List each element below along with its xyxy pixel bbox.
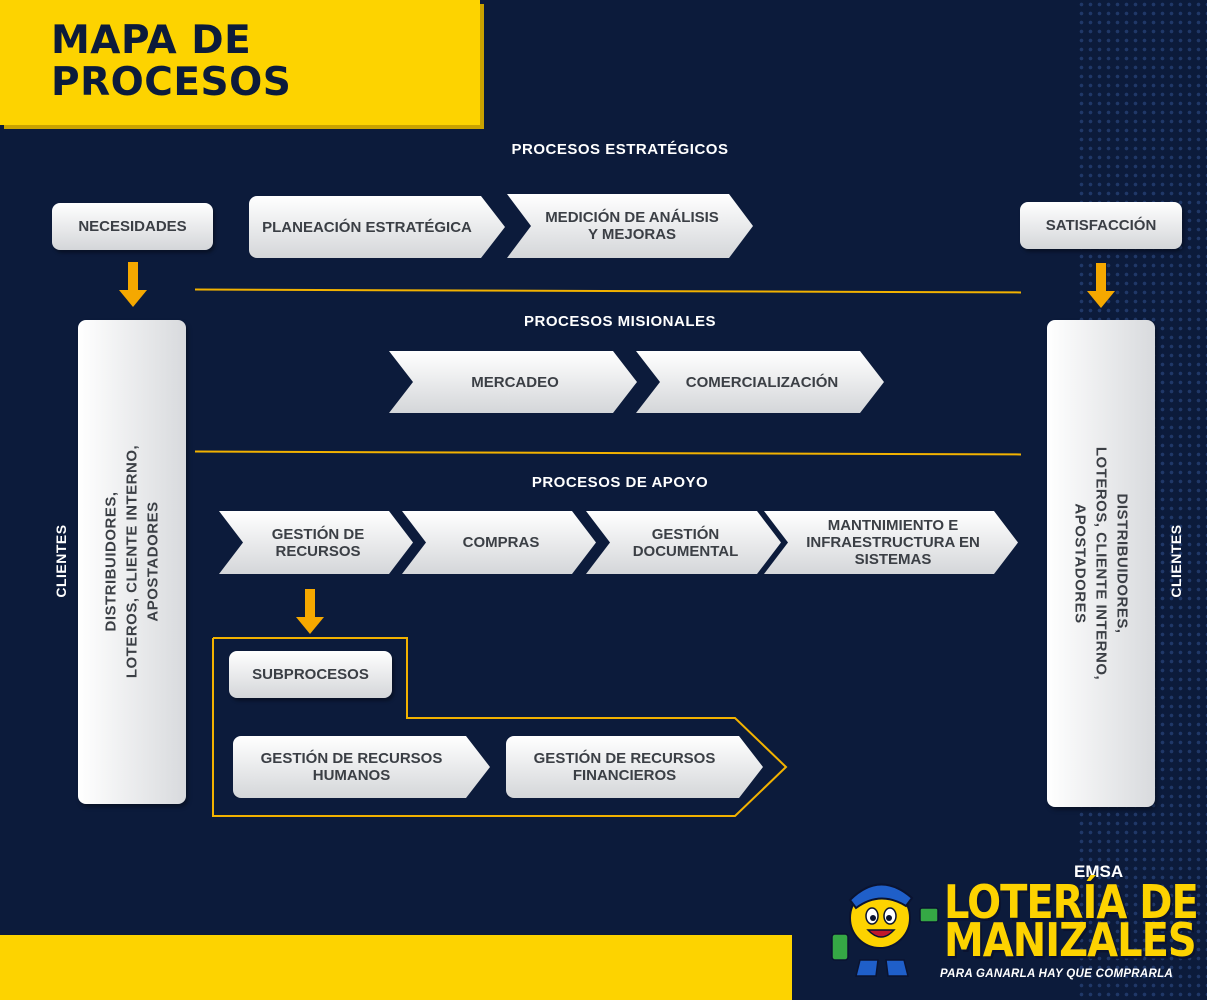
- down-arrow-icon: [296, 589, 324, 634]
- process-label: MANTNIMIENTO E INFRAESTRUCTURA EN SISTEM…: [806, 517, 980, 568]
- process-label: MERCADEO: [471, 373, 559, 391]
- process-document-management: GESTIÓN DOCUMENTAL: [586, 511, 781, 574]
- process-marketing: MERCADEO: [389, 351, 637, 413]
- process-measurement-improvement: MEDICIÓN DE ANÁLISIS Y MEJORAS: [507, 194, 753, 258]
- process-label: GESTIÓN DE RECURSOS HUMANOS: [260, 750, 443, 784]
- input-clients-text: DISTRIBUIDORES, LOTEROS, CLIENTE INTERNO…: [102, 444, 162, 679]
- subprocess-financial-resources: GESTIÓN DE RECURSOS FINANCIEROS: [506, 736, 763, 798]
- subprocess-outline: [212, 637, 788, 817]
- process-strategic-planning: PLANEACIÓN ESTRATÉGICA: [249, 196, 505, 258]
- subprocess-human-resources: GESTIÓN DE RECURSOS HUMANOS: [233, 736, 490, 798]
- logo-name-line2: MANIZALES: [944, 914, 1197, 968]
- output-clients-side-label: CLIENTES: [1168, 524, 1184, 598]
- subprocesses-box: SUBPROCESOS: [229, 651, 392, 698]
- input-clients-box: DISTRIBUIDORES, LOTEROS, CLIENTE INTERNO…: [78, 320, 186, 804]
- process-purchasing: COMPRAS: [402, 511, 596, 574]
- process-label: GESTIÓN DE RECURSOS FINANCIEROS: [533, 750, 716, 784]
- satisfaction-box: SATISFACCIÓN: [1020, 202, 1182, 249]
- process-label: MEDICIÓN DE ANÁLISIS Y MEJORAS: [545, 209, 719, 243]
- satisfaction-label: SATISFACCIÓN: [1045, 217, 1157, 234]
- output-clients-text: DISTRIBUIDORES, LOTEROS, CLIENTE INTERNO…: [1071, 446, 1131, 681]
- process-label: GESTIÓN DE RECURSOS: [271, 525, 365, 560]
- process-resource-management: GESTIÓN DE RECURSOS: [219, 511, 413, 574]
- process-systems-maintenance: MANTNIMIENTO E INFRAESTRUCTURA EN SISTEM…: [764, 511, 1018, 574]
- subprocesses-label: SUBPROCESOS: [252, 666, 369, 683]
- process-commercialization: COMERCIALIZACIÓN: [636, 351, 884, 413]
- section-title-strategic: PROCESOS ESTRATÉGICOS: [511, 141, 729, 158]
- process-label: COMERCIALIZACIÓN: [685, 373, 839, 391]
- separator-line-missional: [194, 450, 1022, 456]
- needs-label: NECESIDADES: [78, 218, 187, 235]
- logo-name-line1: LOTERÍA DE: [944, 876, 1199, 930]
- separator-line-strategic: [194, 288, 1022, 294]
- process-label: GESTIÓN DOCUMENTAL: [632, 525, 739, 560]
- down-arrow-icon: [1087, 263, 1115, 308]
- bottom-accent-bar: [0, 935, 792, 1000]
- section-title-support: PROCESOS DE APOYO: [531, 474, 709, 491]
- logo-slogan: PARA GANARLA HAY QUE COMPRARLA: [940, 968, 1174, 980]
- logo-org: EMSA: [1074, 862, 1124, 881]
- input-clients-side-label: CLIENTES: [53, 524, 69, 598]
- page-title: MAPA DE PROCESOS: [51, 18, 292, 105]
- section-title-missional: PROCESOS MISIONALES: [523, 313, 717, 330]
- title-banner: MAPA DE PROCESOS: [0, 0, 480, 125]
- down-arrow-icon: [119, 262, 147, 307]
- output-clients-box: DISTRIBUIDORES, LOTEROS, CLIENTE INTERNO…: [1047, 320, 1155, 807]
- mascot-icon: [831, 883, 939, 977]
- process-label: PLANEACIÓN ESTRATÉGICA: [262, 218, 472, 236]
- process-label: COMPRAS: [462, 534, 540, 551]
- needs-box: NECESIDADES: [52, 203, 213, 250]
